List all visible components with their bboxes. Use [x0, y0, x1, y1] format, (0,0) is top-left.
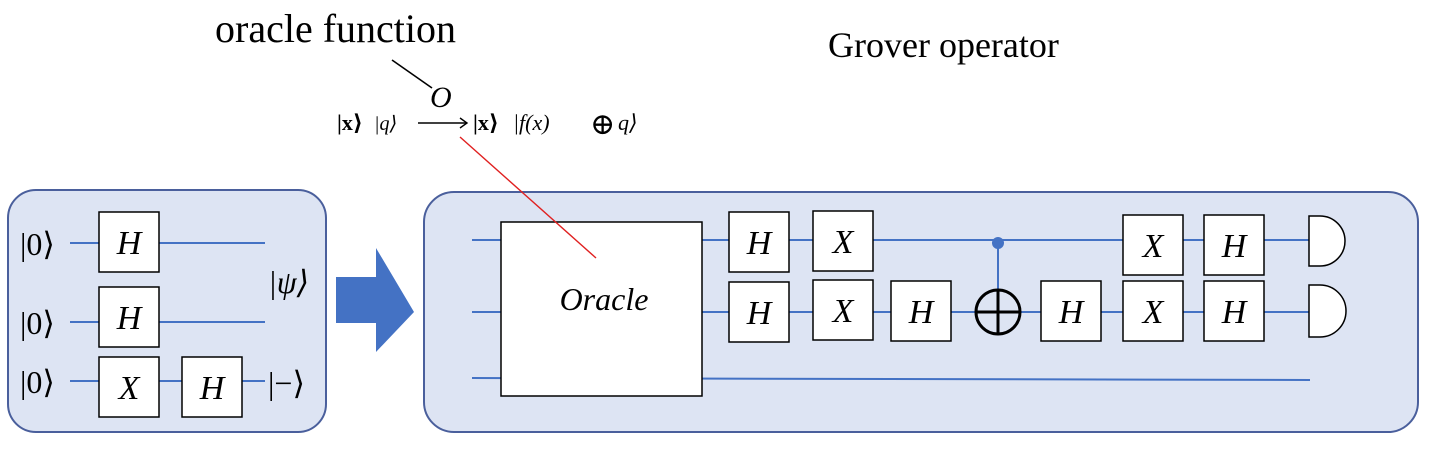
ket-zero-2: |0⟩ — [20, 305, 55, 341]
formula-output-fx: |f(x) — [513, 110, 550, 135]
svg-text:H: H — [746, 295, 774, 332]
oracle-mapping-formula: |x⟩ |q⟩ O |x⟩ |f(x) ⊕ q⟩ — [337, 81, 638, 141]
flow-arrow — [336, 248, 414, 352]
grover-gate-h-top-1: H — [728, 211, 790, 273]
formula-input-x: |x⟩ — [337, 110, 363, 135]
measure-meter-mid — [1308, 284, 1347, 338]
svg-text:X: X — [1141, 228, 1165, 265]
grover-gate-h-mid-4: H — [1203, 280, 1265, 342]
grover-gate-h-top-2: H — [1203, 214, 1265, 276]
svg-text:H: H — [746, 225, 774, 262]
formula-output-q: q⟩ — [618, 110, 638, 135]
svg-text:H: H — [1221, 294, 1249, 331]
svg-text:X: X — [117, 370, 141, 407]
svg-text:H: H — [116, 225, 144, 262]
grover-operator-title: Grover operator — [828, 25, 1059, 65]
measure-meter-top — [1308, 215, 1346, 267]
psi-label: |ψ⟩ — [268, 264, 309, 300]
cnot-target-oplus — [974, 288, 1022, 336]
formula-output-x: |x⟩ — [473, 110, 499, 135]
oracle-label: Oracle — [560, 281, 649, 317]
ket-zero-3: |0⟩ — [20, 364, 55, 400]
svg-text:X: X — [831, 224, 855, 261]
grover-gate-x-top-2: X — [1122, 214, 1184, 276]
minus-label: |−⟩ — [268, 365, 305, 401]
oracle-pointer-line — [459, 136, 597, 259]
formula-oplus: ⊕ — [590, 108, 615, 141]
gate-x-row3: X — [98, 356, 160, 418]
svg-text:H: H — [116, 300, 144, 337]
gate-h-row3: H — [181, 356, 243, 418]
svg-text:H: H — [1221, 228, 1249, 265]
svg-text:H: H — [199, 370, 227, 407]
ket-zero-1: |0⟩ — [20, 226, 55, 262]
svg-text:H: H — [1058, 294, 1086, 331]
formula-input-q: |q⟩ — [374, 113, 397, 135]
state-prep-panel — [7, 189, 327, 433]
svg-text:X: X — [1141, 294, 1165, 331]
gate-h-row2: H — [98, 286, 160, 348]
grover-gate-h-mid-3: H — [1040, 280, 1102, 342]
grover-gate-x-mid-1: X — [812, 279, 874, 341]
grover-gate-x-mid-2: X — [1122, 280, 1184, 342]
grover-gate-x-top-1: X — [812, 210, 874, 272]
formula-arrow-label: O — [430, 81, 452, 114]
cnot-control-dot — [992, 237, 1004, 249]
grover-gate-h-mid-2: H — [890, 280, 952, 342]
oracle-box: Oracle — [500, 221, 703, 397]
svg-text:H: H — [908, 294, 936, 331]
title-pointer-line — [391, 59, 433, 89]
svg-text:X: X — [831, 293, 855, 330]
grover-gate-h-mid-1: H — [728, 281, 790, 343]
gate-h-row1: H — [98, 211, 160, 273]
oracle-function-title: oracle function — [215, 6, 456, 51]
